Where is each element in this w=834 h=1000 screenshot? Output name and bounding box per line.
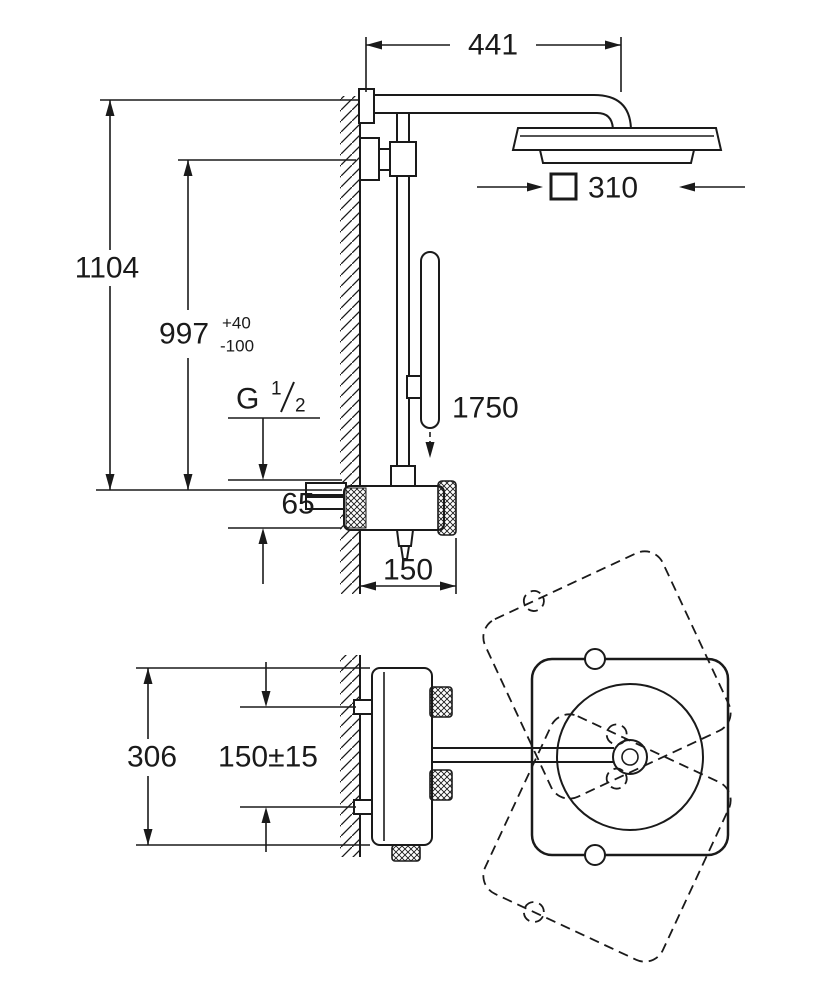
dim-150-label: 150 (383, 554, 433, 587)
arrow-up-icon (143, 668, 153, 684)
dimension-150: 150 (360, 538, 457, 594)
valve-knurl-left (345, 487, 367, 529)
arrow-up-icon (261, 807, 271, 823)
hand-shower (406, 251, 440, 458)
shower-arm (358, 88, 632, 132)
arm-wall-escutcheon (358, 88, 375, 124)
hand-shower-body (420, 251, 440, 429)
square-symbol-icon (549, 172, 578, 201)
arrow-up-icon (183, 160, 193, 176)
arrow-down-icon (183, 474, 193, 490)
arrow-up-icon (105, 100, 115, 116)
arrow-left-icon (366, 40, 382, 50)
dimension-997: 997 +40 -100 (146, 159, 356, 490)
arrow-down-icon (261, 691, 271, 707)
dimension-441: 441 (365, 29, 622, 92)
wall-section-top-view (340, 655, 361, 857)
thread-numerator: 1 (271, 379, 282, 400)
arrow-right-icon (527, 182, 543, 192)
arrow-down-icon (258, 464, 268, 480)
dimension-310: 310 (477, 172, 745, 205)
dim-997-label: 997 (159, 318, 209, 351)
arrow-right-icon (440, 581, 456, 591)
valve-knob-right (437, 480, 457, 536)
valve-knob-2 (429, 769, 453, 801)
bottom-outlet-nipple (399, 545, 411, 560)
thread-label-g-half: G 1 2 (228, 379, 320, 480)
dim-997-tol-plus: +40 (222, 314, 251, 333)
head-shower-top-view (432, 648, 730, 866)
head-tab-top (584, 648, 606, 670)
dimension-306: 306 (114, 667, 370, 846)
valve-top-view (353, 667, 453, 862)
dim-150-15-label: 150±15 (218, 741, 318, 774)
fraction-slash (280, 381, 295, 413)
thread-denominator: 2 (295, 396, 306, 417)
dimension-65: 65 (228, 479, 342, 584)
spray-plate-lip (538, 149, 696, 164)
arrow-up-icon (258, 528, 268, 544)
supply-inlet-bottom (353, 799, 373, 815)
hose-1750-label: 1750 (452, 392, 519, 425)
head-shower-side-view (511, 127, 723, 164)
vertical-pipe (359, 114, 417, 486)
arrow-down-icon (143, 829, 153, 845)
union-nut (389, 141, 417, 177)
dimension-1104: 1104 (64, 99, 358, 491)
dim-65-label: 65 (281, 488, 314, 521)
dimension-150-15: 150±15 (218, 662, 356, 852)
arrow-down-icon (105, 474, 115, 490)
dim-310-label: 310 (588, 172, 638, 205)
thread-letter: G (236, 383, 259, 416)
dim-306-label: 306 (127, 741, 177, 774)
valve-knob-1 (429, 686, 453, 718)
bottom-outlet (395, 529, 415, 547)
valve-body (371, 667, 433, 846)
bottom-outlet-stub (391, 844, 421, 862)
wall-hatching (340, 96, 360, 594)
head-tab (605, 723, 628, 746)
ball-joint-inner (621, 748, 639, 766)
valve-side-view (305, 465, 457, 560)
hose-length-label: 1750 (452, 392, 519, 425)
head-tab-bottom (584, 844, 606, 866)
wall-hatching (340, 655, 360, 857)
wall-bracket (359, 137, 380, 181)
pipe-valve-union (390, 465, 416, 487)
arrow-right-icon (605, 40, 621, 50)
arrow-left-icon (360, 581, 376, 591)
hose-arrow-icon (425, 442, 435, 458)
head-tab (522, 590, 545, 612)
arrow-left-icon (679, 182, 695, 192)
supply-inlet-top (353, 699, 373, 715)
dim-997-tol-minus: -100 (220, 337, 254, 356)
dim-1104-label: 1104 (75, 252, 140, 285)
dim-441-label: 441 (468, 29, 518, 62)
